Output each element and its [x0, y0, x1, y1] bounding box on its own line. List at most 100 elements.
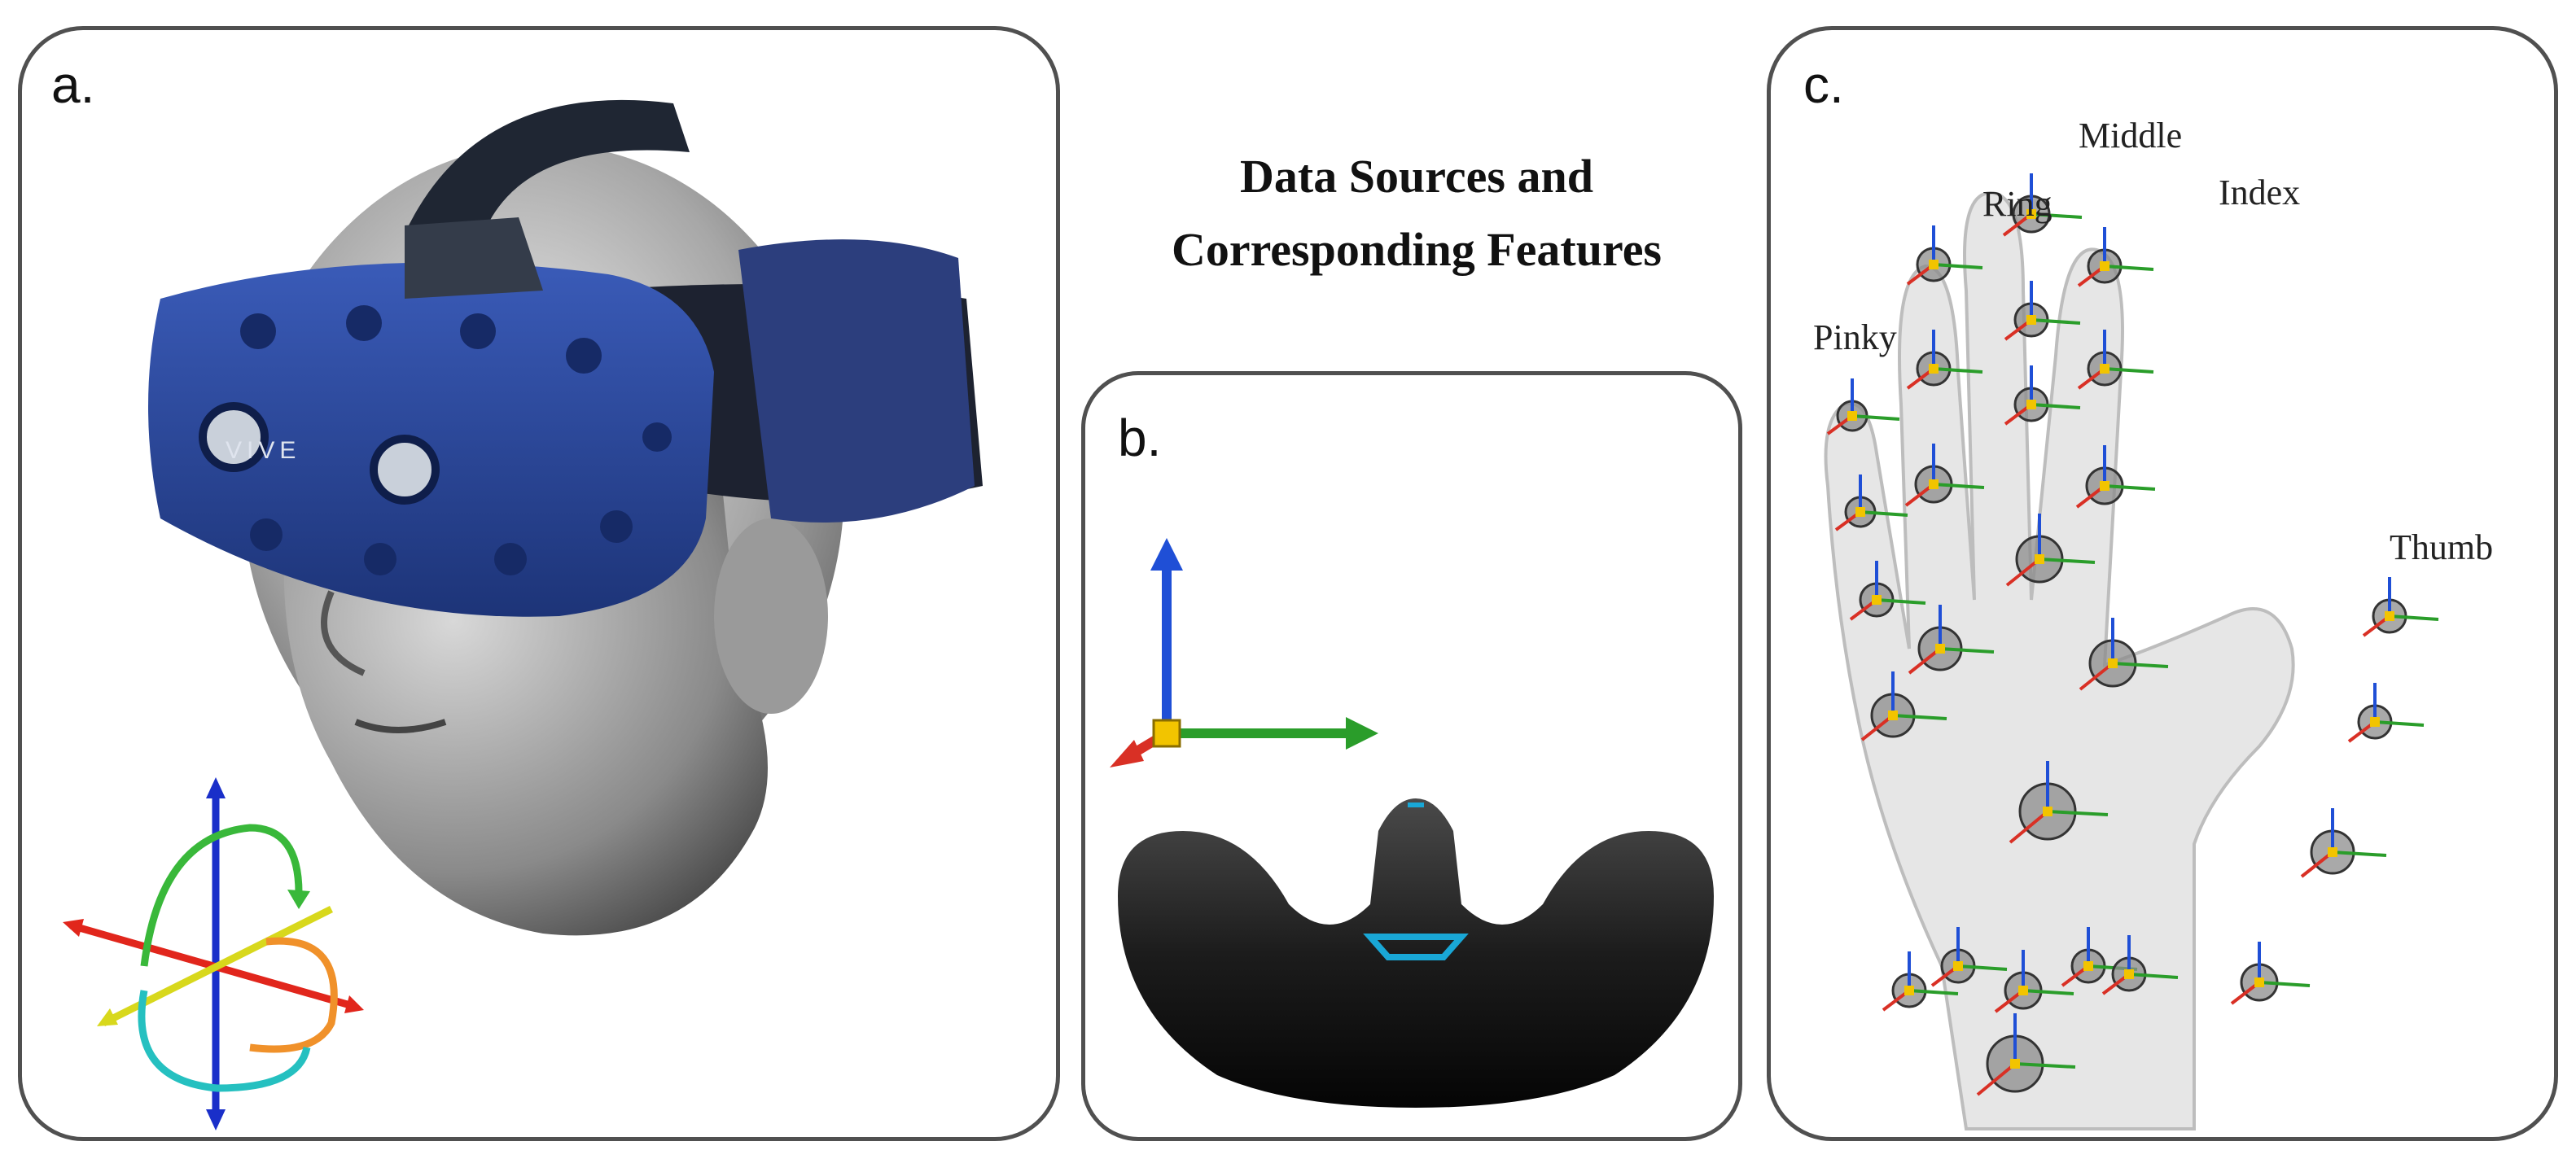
- panel-b-tracker: b.: [1081, 371, 1742, 1141]
- joint-marker: [2300, 808, 2387, 878]
- joint-marker: [1834, 474, 1908, 531]
- tracker-illustration: [1110, 538, 1714, 1108]
- joint-marker: [2005, 514, 2096, 587]
- joint-marker: [2362, 577, 2439, 637]
- joint-origin: [2100, 261, 2109, 271]
- panel-a-headset: a. VIVE: [18, 26, 1060, 1141]
- joint-origin: [1929, 479, 1939, 489]
- tracker-axes: [1110, 538, 1378, 767]
- joint-origin: [1904, 986, 1914, 995]
- joint-origin: [2328, 847, 2337, 857]
- z-axis-arrow: [1976, 1062, 2017, 1096]
- headset-camera-right: [370, 435, 440, 505]
- joint-marker: [2075, 445, 2156, 509]
- x-axis-arrow: [2332, 851, 2387, 857]
- joint-marker: [1906, 330, 1983, 390]
- joint-origin: [2026, 400, 2036, 409]
- hand-skeleton-illustration: [1824, 173, 2439, 1130]
- x-axis-arrow: [2128, 973, 2179, 979]
- x-axis-arrow: [1860, 510, 1908, 517]
- joint-origin: [2254, 977, 2264, 987]
- joint-marker: [1976, 1013, 2076, 1096]
- joint-marker: [2101, 935, 2179, 995]
- joint-marker: [2077, 330, 2154, 390]
- figure-title-line2: Corresponding Features: [1171, 223, 1663, 276]
- x-axis-arrow: [2031, 212, 2083, 219]
- joint-marker: [2004, 365, 2081, 426]
- joint-marker: [1930, 927, 2008, 987]
- joint-marker: [1908, 605, 1995, 675]
- nose-shape: [321, 590, 366, 676]
- joint-origin: [2018, 986, 2028, 995]
- figure-title-line1: Data Sources and: [1240, 150, 1593, 203]
- finger-label-middle: Middle: [2079, 116, 2183, 155]
- figure-title: Data Sources and Corresponding Features: [1091, 140, 1742, 286]
- joint-marker: [2230, 942, 2311, 1005]
- joint-origin: [1935, 644, 1945, 654]
- finger-label-pinky: Pinky: [1813, 317, 1897, 357]
- joint-origin: [2083, 961, 2093, 971]
- x-axis-arrow: [2022, 989, 2074, 995]
- x-axis-arrow: [1851, 414, 1900, 421]
- z-axis-arrow: [2300, 851, 2334, 878]
- joint-origin: [1929, 364, 1939, 374]
- joint-origin: [1888, 711, 1898, 720]
- x-axis-arrow: [2031, 318, 2081, 325]
- joint-origin: [2124, 969, 2134, 979]
- finger-label-thumb: Thumb: [2390, 527, 2494, 567]
- joint-origin: [2385, 611, 2394, 621]
- headset-top-sensor: [405, 217, 543, 299]
- x-axis-arrow: [2014, 1062, 2076, 1069]
- joint-origin: [2100, 364, 2109, 374]
- x-axis-arrow: [2039, 558, 2096, 564]
- finger-label-index: Index: [2219, 173, 2301, 212]
- x-axis-arrow: [1957, 964, 2008, 971]
- hand-silhouette: [1824, 190, 2295, 1130]
- ear-shape: [714, 518, 828, 714]
- tracker-led-accent: [1363, 934, 1469, 960]
- panel-c-hand-skeleton: c. Middle Ring Index Pinky Thumb: [1767, 26, 2558, 1141]
- joint-origin: [2010, 1059, 2020, 1069]
- joint-origin: [2026, 315, 2036, 325]
- tracker-top-led: [1408, 802, 1424, 807]
- joint-marker: [2077, 227, 2154, 287]
- joint-marker: [2002, 173, 2083, 237]
- joint-marker: [1860, 671, 1947, 741]
- z-axis-arrow: [2079, 662, 2114, 691]
- x-axis-arrow: [1892, 714, 1947, 720]
- joint-marker: [1849, 561, 1926, 621]
- x-axis-arrow: [1933, 263, 1983, 269]
- x-axis-arrow: [1939, 647, 1995, 654]
- joint-marker: [1906, 225, 1983, 286]
- x-axis-arrow: [1876, 598, 1926, 605]
- x-axis-arrow: [2031, 403, 2081, 409]
- joint-marker: [1904, 444, 1985, 507]
- x-axis-arrow: [1933, 367, 1983, 374]
- panel-c-label: c.: [1803, 55, 1844, 114]
- x-axis-arrow: [2258, 981, 2311, 987]
- joint-marker: [2347, 683, 2425, 743]
- x-axis-arrow: [1933, 483, 1985, 489]
- headset-top-strap: [405, 99, 690, 250]
- joint-origin: [2035, 554, 2044, 564]
- joint-marker: [2004, 281, 2081, 341]
- x-axis-arrow: [1908, 989, 1959, 995]
- panel-a-label: a.: [51, 55, 95, 114]
- joint-origin: [2108, 658, 2118, 668]
- z-axis-arrow: [1860, 714, 1895, 741]
- joint-origin: [2043, 807, 2052, 816]
- joint-origin: [1872, 595, 1882, 605]
- panel-b-label: b.: [1118, 409, 1162, 467]
- joint-marker: [1882, 951, 1959, 1012]
- z-axis-arrow: [2009, 810, 2049, 844]
- x-axis-arrow: [2104, 265, 2154, 271]
- joint-marker: [1994, 950, 2074, 1013]
- finger-label-ring: Ring: [1982, 184, 2052, 224]
- headset-side-pad: [738, 239, 975, 523]
- rotation-axes-gizmo: [63, 777, 364, 1130]
- x-axis-arrow: [2104, 484, 2156, 491]
- joint-origin: [1855, 507, 1865, 517]
- joint-origin: [1929, 260, 1939, 269]
- x-axis-arrow: [2047, 810, 2109, 816]
- x-axis-arrow: [2112, 662, 2169, 668]
